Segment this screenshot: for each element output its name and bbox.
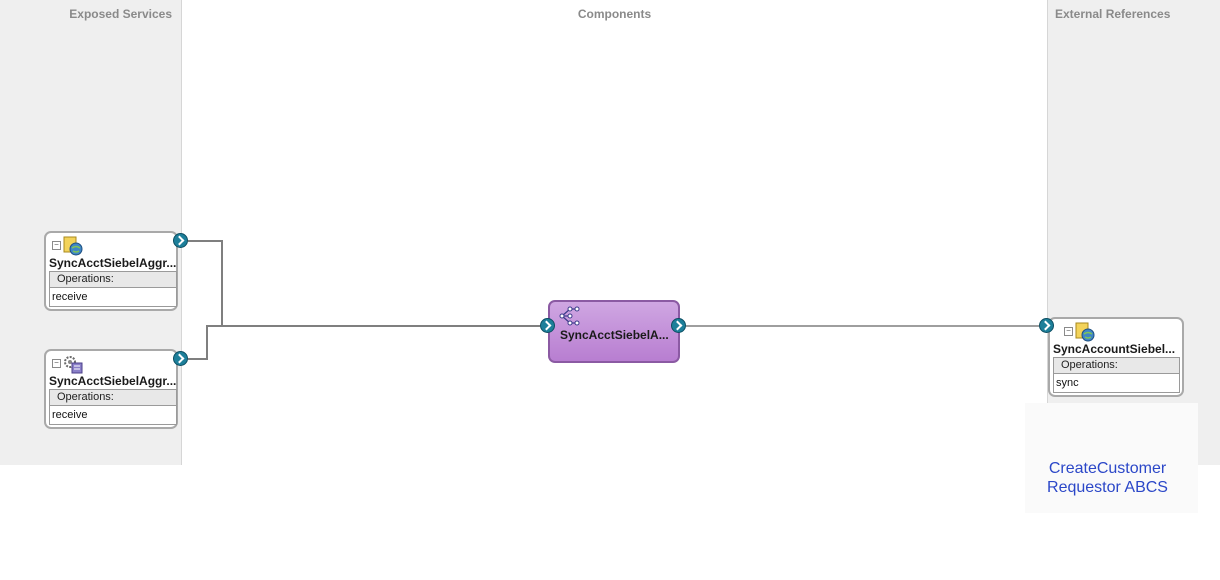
exposed-service-2[interactable]: − SyncAcctSiebelAggr... Operations: rece… — [44, 349, 178, 429]
operations-table: Operations: receive — [49, 271, 177, 307]
operation-item[interactable]: receive — [52, 409, 88, 421]
operations-header: Operations: — [1054, 358, 1179, 374]
collapse-icon[interactable]: − — [52, 241, 61, 250]
mediator-component[interactable]: SyncAcctSiebelA... — [548, 300, 680, 363]
external-reference[interactable]: − SyncAccountSiebel... Operations: sync — [1048, 317, 1184, 397]
service-name: SyncAcctSiebelAggr... — [49, 374, 177, 388]
adapter-gear-icon — [64, 356, 83, 374]
service-2-output-port[interactable] — [173, 351, 188, 366]
component-name: SyncAcctSiebelA... — [560, 328, 669, 342]
service-name: SyncAcctSiebelAggr... — [49, 256, 177, 270]
operations-header: Operations: — [50, 272, 176, 288]
operation-item[interactable]: sync — [1056, 377, 1079, 389]
operations-table: Operations: receive — [49, 389, 177, 425]
exposed-service-1[interactable]: − SyncAcctSiebelAggr... Operations: rece… — [44, 231, 178, 311]
annotation-label: CreateCustomer Requestor ABCS — [1047, 460, 1168, 496]
web-service-icon — [63, 236, 83, 256]
operation-item[interactable]: receive — [52, 291, 88, 303]
component-output-port[interactable] — [671, 318, 686, 333]
external-references-title: External References — [1055, 7, 1171, 21]
web-service-icon — [1075, 322, 1095, 342]
service-1-output-port[interactable] — [173, 233, 188, 248]
operations-table: Operations: sync — [1053, 357, 1180, 393]
operations-header: Operations: — [50, 390, 176, 406]
components-lane: Components — [182, 0, 1047, 465]
wire-service1-to-component[interactable] — [188, 240, 540, 327]
component-input-port[interactable] — [540, 318, 555, 333]
components-title: Components — [577, 7, 652, 21]
collapse-icon[interactable]: − — [52, 359, 61, 368]
collapse-icon[interactable]: − — [1064, 327, 1073, 336]
annotation-background — [1025, 403, 1198, 513]
wire-service2-to-component[interactable] — [188, 325, 540, 360]
mediator-icon — [559, 306, 580, 326]
reference-name: SyncAccountSiebel... — [1053, 342, 1176, 356]
exposed-services-title: Exposed Services — [69, 7, 172, 21]
reference-input-port[interactable] — [1039, 318, 1054, 333]
